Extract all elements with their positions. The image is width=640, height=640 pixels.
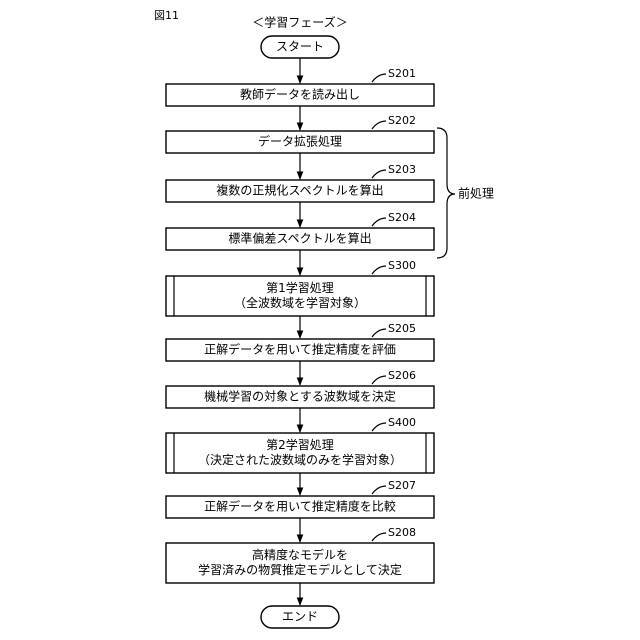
step-text: （決定された波数域のみを学習対象） [198,452,402,467]
step-text: 正解データを用いて推定精度を比較 [204,499,396,514]
step-id: S203 [388,163,416,176]
start-terminal: スタート [261,36,339,58]
figure-label: 図11 [154,9,179,22]
step-id-leader [372,74,386,82]
step-text: 複数の正規化スペクトルを算出 [216,183,383,198]
step-id: S208 [388,526,416,539]
step-text: 高精度なモデルを [252,547,348,562]
step-id: S206 [388,369,416,382]
step-id: S205 [388,322,416,335]
step-id: S201 [388,67,416,80]
step-text: 学習済みの物質推定モデルとして決定 [198,562,402,577]
step-id-leader [372,376,386,384]
step-id-leader [372,170,386,178]
end-terminal: エンド [261,606,339,628]
step-id-leader [372,486,386,494]
step-id-leader [372,533,386,541]
step-text: 機械学習の対象とする波数域を決定 [204,389,396,404]
step-id-leader [372,423,386,431]
step-id: S202 [388,114,416,127]
step-text: 第2学習処理 [266,437,334,452]
step-text: 第1学習処理 [266,280,334,295]
preprocessing-bracket: 前処理 [437,128,494,258]
step-id-leader [372,121,386,129]
step-id-leader [372,218,386,226]
step-text: データ拡張処理 [258,134,342,149]
phase-title: ＜学習フェーズ＞ [252,15,347,30]
step-id-leader [372,329,386,337]
step-text: （全波数域を学習対象） [234,295,366,310]
step-id: S207 [388,479,416,492]
step-id: S204 [388,211,416,224]
step-text: 教師データを読み出し [240,87,360,102]
end-label: エンド [282,610,318,624]
start-label: スタート [276,40,324,54]
step-text: 正解データを用いて推定精度を評価 [204,342,396,357]
step-id-leader [372,266,386,274]
step-id: S400 [388,416,416,429]
step-id: S300 [388,259,416,272]
preprocessing-label: 前処理 [458,186,494,201]
step-text: 標準偏差スペクトルを算出 [228,231,371,246]
